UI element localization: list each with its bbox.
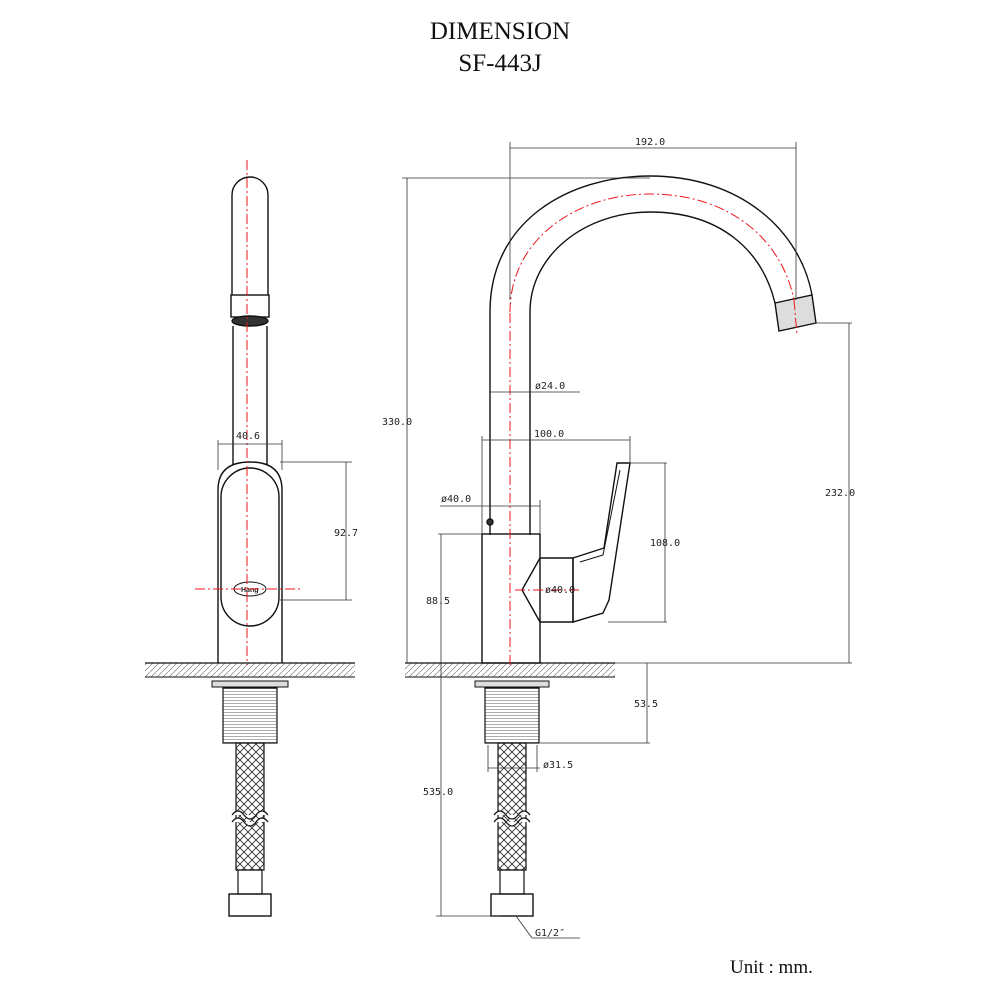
front-view	[211, 176, 289, 917]
drawing-title: DIMENSION	[429, 18, 571, 45]
hose	[235, 742, 265, 871]
nut	[228, 893, 272, 917]
handle-lever	[572, 462, 631, 623]
dim-dia-31-5: ø31.5	[543, 760, 573, 771]
dim-dia-24: ø24.0	[535, 381, 565, 392]
model-number: SF-443J	[458, 50, 542, 77]
dim-232: 232.0	[825, 488, 855, 499]
dim-108: 108.0	[650, 538, 680, 549]
side-view	[474, 175, 817, 917]
side-dim-lines	[402, 142, 852, 939]
cartridge	[521, 557, 574, 623]
brand-logo: Hang	[241, 587, 259, 594]
dim-92-7: 92.7	[334, 528, 358, 539]
dim-192: 192.0	[635, 137, 665, 148]
handle	[220, 467, 280, 627]
side-shank	[484, 687, 540, 744]
dim-100: 100.0	[534, 429, 564, 440]
dim-thread: G1/2″	[535, 928, 565, 939]
dim-88-5: 88.5	[426, 596, 450, 607]
front-dim-lines	[217, 440, 352, 601]
shank	[222, 687, 278, 744]
side-centerlines	[509, 193, 798, 665]
unit-label: Unit : mm.	[730, 957, 813, 978]
body	[481, 533, 541, 664]
dim-330: 330.0	[382, 417, 412, 428]
aerator	[230, 294, 270, 318]
dim-dia-40-side: ø40.0	[545, 585, 575, 596]
dim-535: 535.0	[423, 787, 453, 798]
dim-53-5: 53.5	[634, 699, 658, 710]
dim-dia-40-top: ø40.0	[441, 494, 471, 505]
countertop	[145, 662, 615, 678]
front-centerlines	[195, 160, 300, 665]
dim-40-6: 40.6	[236, 431, 260, 442]
